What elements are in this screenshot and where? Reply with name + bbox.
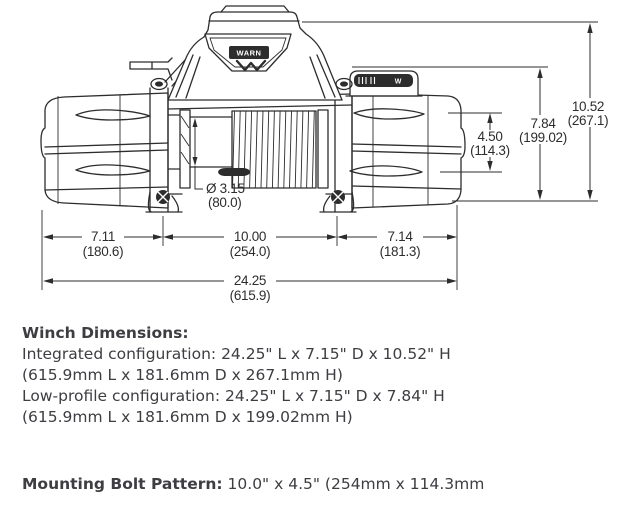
svg-text:(114.3): (114.3) bbox=[470, 143, 510, 158]
svg-text:4.50: 4.50 bbox=[477, 129, 502, 144]
dimension-annotations: 7.11 (180.6) 10.00 (254.0) 7.14 (181.3) bbox=[41, 21, 609, 303]
svg-text:7.14: 7.14 bbox=[387, 229, 413, 244]
svg-text:24.25: 24.25 bbox=[234, 273, 266, 288]
left-motor-housing bbox=[40, 92, 169, 209]
control-box-mark: W bbox=[395, 79, 402, 86]
dim-low-profile-height: 7.84 (199.02) bbox=[519, 68, 567, 200]
svg-text:(267.1): (267.1) bbox=[568, 113, 609, 128]
integrated-config-line: Integrated configuration: 24.25" L x 7.1… bbox=[22, 345, 451, 363]
rope-drum bbox=[167, 109, 329, 189]
svg-text:10.52: 10.52 bbox=[572, 99, 604, 114]
svg-text:Ø 3.15: Ø 3.15 bbox=[206, 181, 245, 196]
svg-text:(254.0): (254.0) bbox=[230, 244, 271, 259]
right-tie-plate bbox=[319, 87, 357, 213]
control-box: W bbox=[345, 70, 423, 97]
mounting-bolt-pattern-value: 10.0" x 4.5" (254mm x 114.3mm bbox=[227, 475, 485, 493]
warn-badge: WARN bbox=[204, 33, 292, 72]
svg-text:(199.02): (199.02) bbox=[519, 130, 567, 145]
right-gear-housing bbox=[349, 92, 466, 209]
svg-text:7.11: 7.11 bbox=[91, 229, 115, 244]
mounting-bolt-pattern-label: Mounting Bolt Pattern: bbox=[22, 475, 223, 493]
dim-bolt-pattern-width: 10.00 (254.0) bbox=[163, 229, 337, 259]
winch-dimensions-text: Winch Dimensions: Integrated configurati… bbox=[22, 323, 451, 428]
center-cover: WARN bbox=[167, 5, 343, 101]
dim-drum-diameter: Ø 3.15 (80.0) bbox=[192, 118, 245, 210]
low-profile-config-line: Low-profile configuration: 24.25" L x 7.… bbox=[22, 387, 445, 405]
rope-anchor-tab bbox=[218, 168, 250, 176]
svg-text:(180.6): (180.6) bbox=[83, 244, 124, 259]
dim-right-section-width: 7.14 (181.3) bbox=[337, 229, 457, 259]
integrated-config-metric-line: (615.9mm L x 181.6mm D x 267.1mm H) bbox=[22, 366, 343, 384]
winch-dimension-drawing: WARN W bbox=[40, 5, 609, 303]
dim-overall-length: 24.25 (615.9) bbox=[43, 273, 457, 303]
warn-logo-text: WARN bbox=[237, 49, 262, 58]
dim-overall-height: 10.52 (267.1) bbox=[568, 23, 609, 200]
winch-dimensions-heading: Winch Dimensions: bbox=[22, 324, 189, 342]
svg-text:7.84: 7.84 bbox=[530, 116, 556, 131]
mounting-bolt-pattern-line: Mounting Bolt Pattern:10.0" x 4.5" (254m… bbox=[22, 474, 484, 495]
svg-text:10.00: 10.00 bbox=[234, 229, 266, 244]
dim-bolt-pattern-depth: 4.50 (114.3) bbox=[470, 113, 510, 171]
svg-text:(615.9): (615.9) bbox=[230, 288, 271, 303]
svg-text:(181.3): (181.3) bbox=[380, 244, 421, 259]
low-profile-config-metric-line: (615.9mm L x 181.6mm D x 199.02mm H) bbox=[22, 408, 353, 426]
svg-text:(80.0): (80.0) bbox=[208, 195, 241, 210]
bolts bbox=[150, 77, 353, 204]
left-tie-plate bbox=[145, 87, 183, 213]
dim-left-section-width: 7.11 (180.6) bbox=[43, 229, 163, 259]
